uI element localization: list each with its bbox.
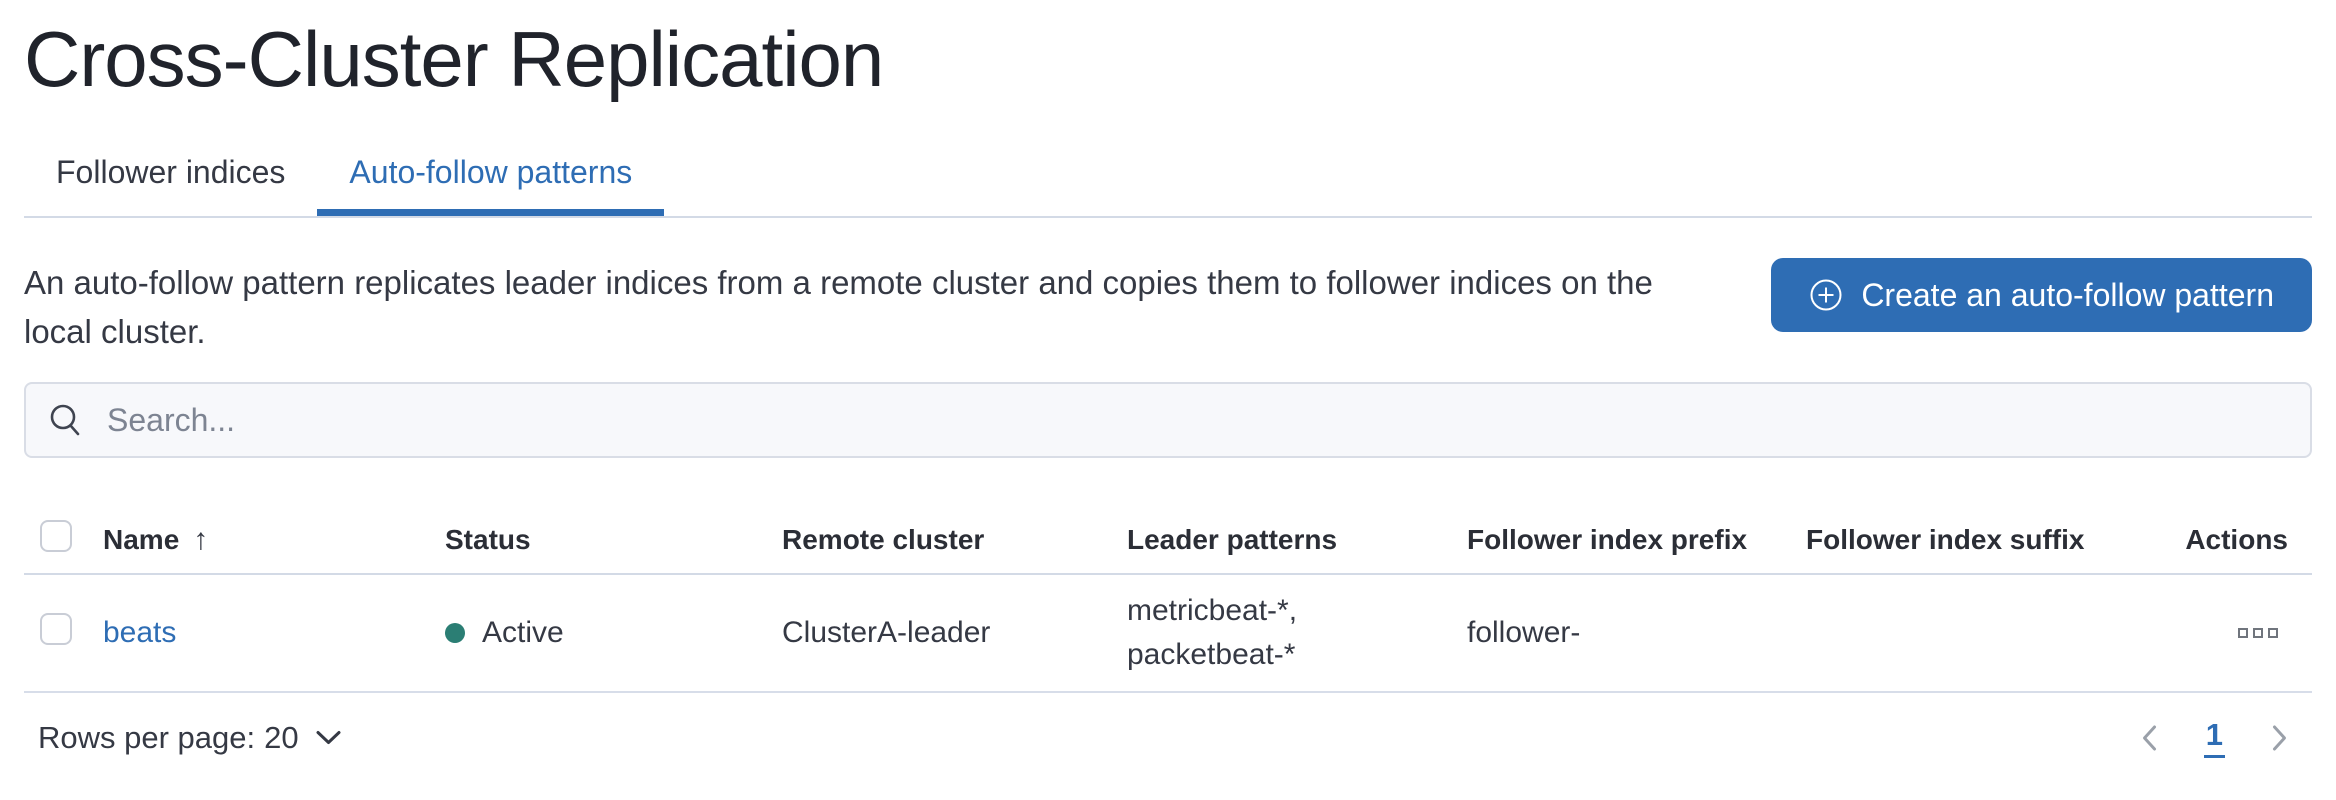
cell-leader-patterns: metricbeat-*, packetbeat-* xyxy=(1127,594,1298,671)
search-input[interactable] xyxy=(107,401,2310,439)
sort-ascending-icon: ↑ xyxy=(193,522,209,556)
row-checkbox[interactable] xyxy=(40,613,72,645)
previous-page-button[interactable] xyxy=(2141,724,2158,752)
rows-per-page-value: 20 xyxy=(264,719,299,755)
cell-follower-index-prefix: follower- xyxy=(1467,616,1581,649)
status-label: Active xyxy=(482,616,564,649)
column-header-remote-cluster: Remote cluster xyxy=(782,523,985,555)
rows-per-page-button[interactable]: Rows per page: 20 xyxy=(38,720,342,756)
column-header-name[interactable]: Name ↑ xyxy=(103,522,209,556)
cell-actions xyxy=(2162,622,2312,644)
auto-follow-patterns-table: Name ↑ Status Remote cluster Leader patt… xyxy=(24,506,2312,693)
chevron-down-icon xyxy=(316,731,341,744)
boxes-horizontal-icon xyxy=(2238,628,2248,638)
row-actions-button[interactable] xyxy=(2232,622,2288,644)
create-button-label: Create an auto-follow pattern xyxy=(1861,276,2274,313)
pagination: 1 xyxy=(2141,717,2288,758)
header-checkbox-cell xyxy=(40,520,103,559)
search-bar xyxy=(24,382,2312,458)
column-header-actions: Actions xyxy=(2185,523,2288,555)
tab-follower-indices[interactable]: Follower indices xyxy=(56,154,286,190)
chevron-right-icon xyxy=(2273,725,2286,750)
intro-row: An auto-follow pattern replicates leader… xyxy=(24,258,2312,356)
table-header-row: Name ↑ Status Remote cluster Leader patt… xyxy=(24,506,2312,575)
column-header-status: Status xyxy=(445,523,531,555)
cell-status: Active xyxy=(445,616,782,650)
cell-remote-cluster: ClusterA-leader xyxy=(782,616,991,649)
cell-name: beats xyxy=(103,616,445,650)
pattern-name-link[interactable]: beats xyxy=(103,616,177,649)
tab-auto-follow-patterns[interactable]: Auto-follow patterns xyxy=(317,152,664,216)
column-header-follower-index-suffix: Follower index suffix xyxy=(1806,523,2085,555)
row-checkbox-cell xyxy=(40,613,103,653)
page-description: An auto-follow pattern replicates leader… xyxy=(24,264,1653,350)
table-footer: Rows per page: 20 1 xyxy=(24,717,2312,758)
select-all-checkbox[interactable] xyxy=(40,520,72,552)
column-header-leader-patterns: Leader patterns xyxy=(1127,523,1338,555)
search-icon xyxy=(50,404,80,436)
page-number-1[interactable]: 1 xyxy=(2203,717,2225,758)
plus-in-circle-icon xyxy=(1810,279,1842,311)
column-header-follower-index-prefix: Follower index prefix xyxy=(1467,523,1748,555)
create-auto-follow-pattern-button[interactable]: Create an auto-follow pattern xyxy=(1771,258,2312,332)
rows-per-page-label: Rows per page: xyxy=(38,719,256,755)
tabs-bar: Follower indices Auto-follow patterns xyxy=(24,152,2312,218)
cross-cluster-replication-page: Cross-Cluster Replication Follower indic… xyxy=(0,12,2336,758)
table-row: beats Active ClusterA-leader metricbeat-… xyxy=(24,575,2312,693)
chevron-left-icon xyxy=(2142,725,2156,750)
next-page-button[interactable] xyxy=(2271,724,2288,752)
page-title: Cross-Cluster Replication xyxy=(24,15,884,103)
status-active-dot-icon xyxy=(445,623,465,643)
